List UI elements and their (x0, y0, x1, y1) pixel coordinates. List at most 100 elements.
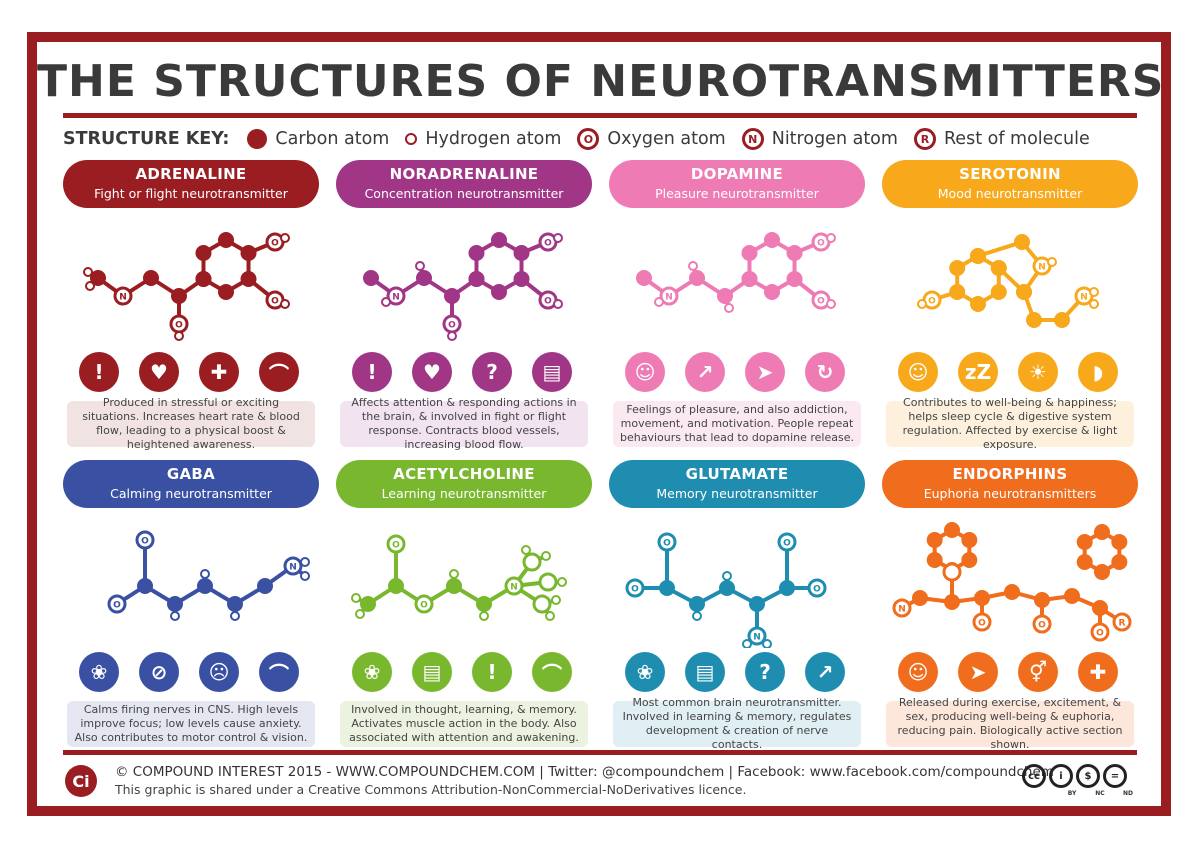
cc-labels: BY NC ND (1067, 790, 1133, 797)
hydrogen-atom (1089, 287, 1099, 297)
carbon-atom (786, 245, 803, 261)
rest-of-molecule (538, 572, 558, 592)
effect-icons: ❀⊘☹⌒ (73, 652, 309, 694)
effect-icons: !♥✚⌒ (73, 352, 309, 394)
carbon-atom (636, 270, 652, 286)
carbon-atom (1111, 534, 1128, 550)
effect-description: Feelings of pleasure, and also addiction… (613, 401, 861, 447)
poster-frame: THE STRUCTURES OF NEUROTRANSMITTERS STRU… (27, 32, 1171, 816)
carbon-atom (218, 232, 234, 248)
nd-icon: = (1103, 764, 1127, 788)
hydrogen-atom (545, 611, 555, 621)
oxygen-atom: O (777, 532, 797, 552)
carbon-atom (197, 578, 213, 594)
hydrogen-atom-icon (405, 133, 418, 145)
hydrogen-atom (553, 299, 563, 309)
neurotransmitter-role: Euphoria neurotransmitters (923, 486, 1097, 501)
carbon-atom (491, 284, 507, 300)
carbon-atom (257, 578, 273, 594)
effect-icons: ☺zZ☀◗ (892, 352, 1128, 394)
nitrogen-atom-icon: N (741, 128, 764, 150)
structure-key: STRUCTURE KEY: Carbon atom Hydrogen atom… (63, 126, 1153, 152)
carbon-atom (689, 596, 705, 612)
muscle-icon: ⌒ (259, 352, 299, 392)
poster: THE STRUCTURES OF NEUROTRANSMITTERS STRU… (37, 42, 1165, 806)
exclamation-icon: ! (352, 352, 392, 392)
effect-description: Contributes to well-being & happiness; h… (886, 396, 1134, 451)
neurotransmitter-role: Concentration neurotransmitter (364, 186, 564, 201)
oxygen-atom: O (107, 594, 127, 614)
calm-face-icon: ☹ (199, 652, 239, 692)
hydrogen-atom (724, 303, 734, 313)
carbon-atom (944, 594, 960, 610)
nitrogen-atom: N (113, 286, 133, 306)
hydrogen-atom (762, 639, 772, 648)
hydrogen-atom (449, 569, 459, 579)
effect-description: Most common brain neurotransmitter. Invo… (613, 696, 861, 751)
carbon-atom (1014, 234, 1030, 250)
carbon-atom (240, 245, 257, 261)
key-carbon: Carbon atom (247, 129, 389, 149)
hydrogen-atom (230, 611, 240, 621)
molecule-structure: ONO (351, 534, 567, 621)
panel-header: NORADRENALINE Concentration neurotransmit… (336, 160, 592, 208)
neurotransmitter-name: NORADRENALINE (389, 165, 539, 183)
hydrogen-atom (826, 233, 836, 243)
page-title: THE STRUCTURES OF NEUROTRANSMITTERS (37, 56, 1165, 107)
carbon-atom (749, 596, 765, 612)
molecule-structure: ONO (107, 530, 310, 621)
neurotransmitter-name: ADRENALINE (135, 165, 247, 183)
reading-icon: ▤ (532, 352, 572, 392)
effect-icons: !♥?▤ (346, 352, 582, 394)
svg-text:N: N (1038, 263, 1046, 273)
carbon-atom (1026, 312, 1042, 328)
carbon-atom (764, 284, 780, 300)
carbon-atom (240, 271, 257, 287)
svg-text:R: R (1119, 619, 1126, 629)
nitrogen-atom: N (504, 576, 524, 596)
effect-icons: ☺↗➤↻ (619, 352, 855, 394)
neurotransmitter-role: Calming neurotransmitter (110, 486, 272, 501)
carbon-atom (513, 271, 530, 287)
hydrogen-atom (688, 261, 698, 271)
carbon-atom (659, 580, 675, 596)
effect-description: Produced in stressful or exciting situat… (67, 396, 315, 451)
compound-interest-logo: Ci (65, 765, 97, 797)
svg-text:N: N (510, 583, 518, 593)
nitrogen-atom: N (283, 556, 303, 576)
svg-text:O: O (1038, 621, 1046, 631)
svg-text:O: O (817, 297, 825, 307)
smile-icon: ☺ (898, 652, 938, 692)
carbon-atom (1076, 534, 1093, 550)
carbon-atom (1034, 592, 1050, 608)
panel-noradrenaline: NORADRENALINE Concentration neurotransmit… (336, 160, 592, 451)
svg-text:N: N (665, 293, 673, 303)
carbon-atom (949, 284, 966, 300)
hydrogen-atom (381, 297, 391, 307)
oxygen-atom: O (1032, 614, 1052, 634)
carbon-atom (926, 552, 943, 568)
heart-icon: ♥ (412, 352, 452, 392)
carbon-atom (689, 270, 705, 286)
reading-icon: ▤ (685, 652, 725, 692)
syringe-icon: ↗ (685, 352, 725, 392)
running-icon: ➤ (745, 352, 785, 392)
carbon-atom (218, 284, 234, 300)
svg-text:O: O (448, 321, 456, 331)
carbon-atom (970, 248, 986, 264)
effect-icons: ❀▤!⌒ (346, 652, 582, 694)
carbon-atom (476, 596, 492, 612)
carbon-atom (1004, 584, 1020, 600)
smile-icon: ☺ (898, 352, 938, 392)
